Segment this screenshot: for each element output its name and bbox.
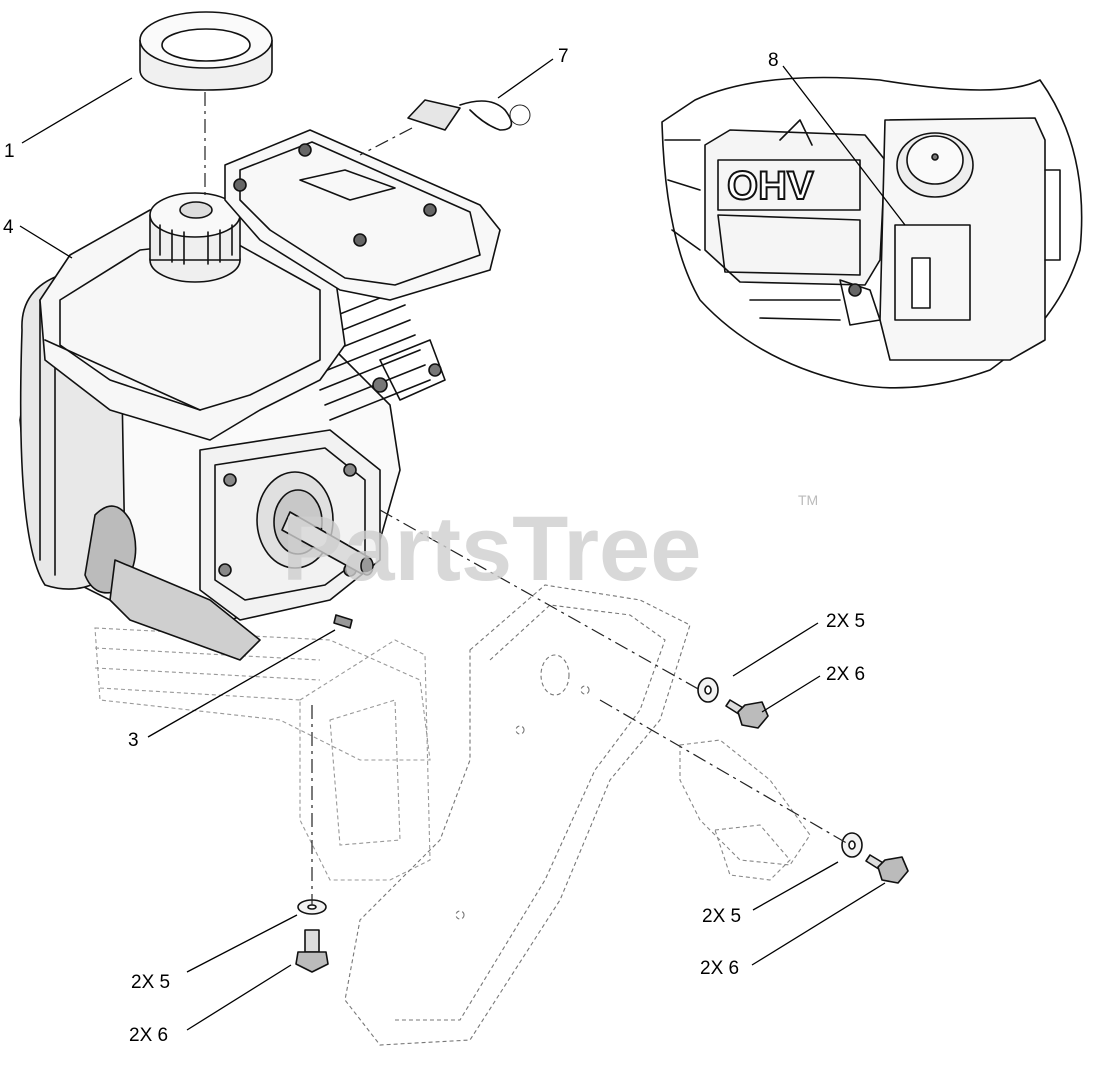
- watermark-text: PartsTree: [282, 498, 701, 600]
- callout-3: 3: [128, 730, 139, 751]
- gasket-ring-part: [139, 11, 273, 91]
- watermark-trademark: TM: [798, 492, 818, 508]
- callout-2x5-right: 2X 5: [702, 906, 741, 927]
- watermark: PartsTree TM: [282, 492, 818, 600]
- ohv-badge: OHV: [727, 164, 814, 208]
- washer-right-lower: [841, 832, 863, 858]
- inset-detail: OHV: [661, 76, 1083, 389]
- callout-labels: 1 4 7 8 3 2X 5 2X 6 2X 5 2X 6 2X 5 2X 6: [3, 46, 865, 1046]
- callout-1: 1: [4, 141, 15, 162]
- callout-2x6-right: 2X 6: [700, 958, 739, 979]
- valve-cover: [224, 129, 501, 301]
- phantom-frame: [94, 627, 431, 881]
- callout-2x5-upper: 2X 5: [826, 611, 865, 632]
- callout-7: 7: [558, 46, 569, 67]
- callout-2x6-bottom: 2X 6: [129, 1025, 168, 1046]
- engine-assembly: [19, 129, 501, 661]
- bolt-right-lower: [865, 854, 909, 884]
- bolt-right-upper: [725, 699, 769, 729]
- bolt-bottom: [295, 929, 329, 973]
- fuel-cap: [149, 192, 241, 283]
- callout-2x5-bottom: 2X 5: [131, 972, 170, 993]
- callout-4: 4: [3, 217, 14, 238]
- decal-part: [407, 99, 531, 131]
- washer-right-upper: [697, 677, 719, 703]
- leader-lines: [19, 58, 906, 1031]
- callout-2x6-upper: 2X 6: [826, 664, 865, 685]
- mounting-bracket: [344, 584, 811, 1046]
- washer-bottom: [297, 899, 327, 915]
- callout-8: 8: [768, 50, 779, 71]
